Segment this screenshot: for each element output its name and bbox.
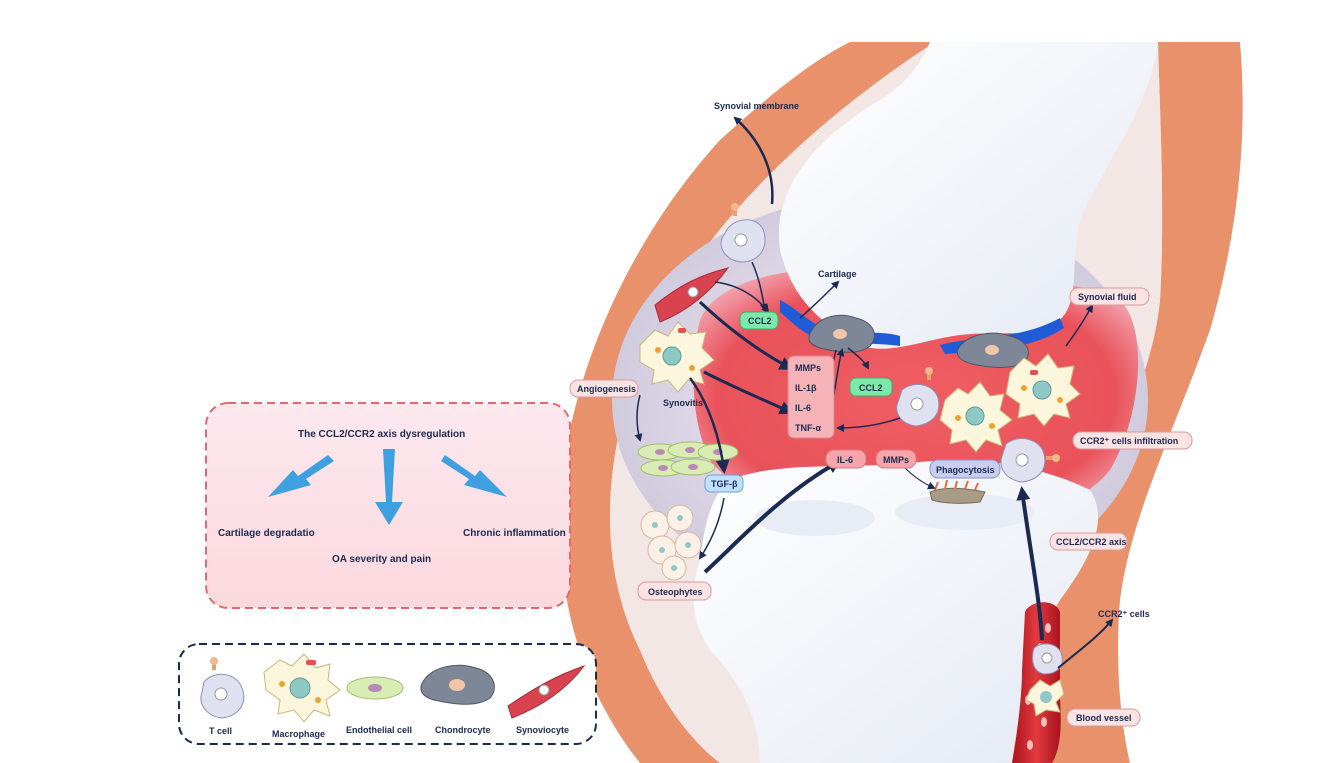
pill-phagocytosis: Phagocytosis <box>930 460 1000 478</box>
legend-synoviocyte: Synoviocyte <box>516 725 569 735</box>
label-cartilage: Cartilage <box>818 269 857 279</box>
pill-tgf-beta: TGF-β <box>705 475 743 492</box>
svg-text:Synovial fluid: Synovial fluid <box>1078 292 1137 302</box>
outcome-oa-severity: OA severity and pain <box>332 554 431 565</box>
pill-ccr2-infiltration: CCR2⁺ cells infiltration <box>1073 432 1192 449</box>
svg-text:IL-6: IL-6 <box>837 455 853 465</box>
cytokine-list: MMPs IL-1β IL-6 TNF-α <box>788 356 834 438</box>
pill-blood-vessel: Blood vessel <box>1067 709 1140 726</box>
axis-dysregulation-panel: The CCL2/CCR2 axis dysregulation Cartila… <box>206 403 570 608</box>
cytokine-mmps: MMPs <box>795 363 821 373</box>
pill-il6: IL-6 <box>826 450 866 468</box>
pill-osteophytes: Osteophytes <box>638 582 711 600</box>
svg-text:CCL2: CCL2 <box>748 316 772 326</box>
svg-text:MMPs: MMPs <box>883 455 909 465</box>
label-synovial-membrane: Synovial membrane <box>714 101 799 111</box>
cytokine-il1b: IL-1β <box>795 383 817 393</box>
cell-legend: T cell Macrophage Endothelial cell Chond… <box>179 644 596 744</box>
outcome-cartilage: Cartilage degradatio <box>218 528 315 539</box>
legend-endothelial-icon <box>347 677 403 699</box>
cytokine-tnfa: TNF-α <box>795 423 821 433</box>
svg-text:Phagocytosis: Phagocytosis <box>936 465 995 475</box>
svg-text:TGF-β: TGF-β <box>711 479 738 489</box>
svg-text:CCL2/CCR2 axis: CCL2/CCR2 axis <box>1056 537 1127 547</box>
tibia-groove-left <box>755 500 875 536</box>
svg-text:Osteophytes: Osteophytes <box>648 587 703 597</box>
legend-macrophage: Macrophage <box>272 729 325 739</box>
cytokine-il6: IL-6 <box>795 403 811 413</box>
axis-title: The CCL2/CCR2 axis dysregulation <box>298 429 465 440</box>
svg-text:CCL2: CCL2 <box>859 383 883 393</box>
pill-synovial-fluid: Synovial fluid <box>1070 288 1149 305</box>
pill-ccl2-ccr2-axis: CCL2/CCR2 axis <box>1050 533 1127 550</box>
legend-endothelial: Endothelial cell <box>346 725 412 735</box>
pill-mmps: MMPs <box>876 450 916 468</box>
label-synovitis: Synovitis <box>663 398 703 408</box>
label-ccr2-cells: CCR2⁺ cells <box>1098 609 1150 619</box>
legend-chondrocyte: Chondrocyte <box>435 725 491 735</box>
vessel-t-cell <box>1032 644 1062 674</box>
svg-text:CCR2⁺ cells infiltration: CCR2⁺ cells infiltration <box>1080 436 1178 446</box>
pill-ccl2-middle: CCL2 <box>850 378 892 396</box>
pill-angiogenesis: Angiogenesis <box>570 380 638 397</box>
pill-ccl2-top: CCL2 <box>740 312 778 329</box>
svg-text:Blood vessel: Blood vessel <box>1076 713 1132 723</box>
outcome-inflammation: Chronic inflammation <box>463 528 566 539</box>
svg-text:Angiogenesis: Angiogenesis <box>577 384 636 394</box>
legend-t-cell: T cell <box>209 726 232 736</box>
